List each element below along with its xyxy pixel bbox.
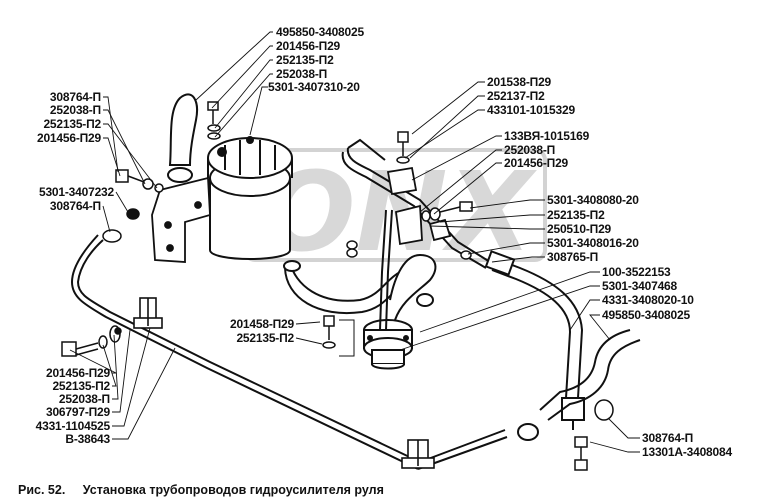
label-433101-1015329: 433101-1015329 <box>487 103 575 117</box>
label-252038-p-top: 252038-П <box>276 67 328 81</box>
label-308764-p-left: 308764-П <box>49 90 101 104</box>
tank-bracket <box>151 176 211 263</box>
label-v-38643: В-38643 <box>65 432 110 446</box>
rod-clamp-bottom <box>401 439 435 469</box>
reservoir-tank <box>207 136 293 260</box>
label-201538-p29: 201538-П29 <box>487 75 552 89</box>
label-495850-3408025-top: 495850-3408025 <box>276 25 364 39</box>
label-4331-3408020-10: 4331-3408020-10 <box>602 293 694 307</box>
label-252135-p2-left: 252135-П2 <box>43 117 101 131</box>
return-hose-clamp <box>574 399 614 471</box>
label-133vya-1015169: 133ВЯ-1015169 <box>504 129 590 143</box>
label-5301-3408080-20: 5301-3408080-20 <box>547 193 639 207</box>
pump-unit <box>363 253 437 370</box>
label-495850-3408025-right: 495850-3408025 <box>602 308 690 322</box>
label-252038-p-left: 252038-П <box>49 103 101 117</box>
label-201456-p29-bottom: 201456-П29 <box>45 366 110 380</box>
label-306797-p29: 306797-П29 <box>45 405 110 419</box>
return-hose <box>517 329 641 441</box>
mid-bracket-line <box>339 319 355 357</box>
label-201456-p29-left: 201456-П29 <box>36 131 101 145</box>
label-13301a-3408084: 13301А-3408084 <box>642 445 732 459</box>
long-rod <box>70 234 508 470</box>
rod-clamp-left <box>133 297 163 329</box>
label-201456-p29-top: 201456-П29 <box>276 39 341 53</box>
label-100-3522153: 100-3522153 <box>602 265 671 279</box>
label-4331-1104525: 4331-1104525 <box>35 419 111 433</box>
tube-bracket <box>386 166 452 246</box>
label-5301-3407468: 5301-3407468 <box>602 279 678 293</box>
label-5301-3408016-20: 5301-3408016-20 <box>547 236 639 250</box>
mid-bolt <box>322 315 336 349</box>
label-252038-p-right: 252038-П <box>504 143 556 157</box>
label-5301-3407310-20: 5301-3407310-20 <box>268 80 360 94</box>
label-201458-p29: 201458-П29 <box>229 317 294 331</box>
label-308764-p-bottom-right: 308764-П <box>642 431 694 445</box>
label-252135-p2-right: 252135-П2 <box>547 208 605 222</box>
label-252135-p2-bottom: 252135-П2 <box>52 379 110 393</box>
label-5301-3407232: 5301-3407232 <box>38 185 114 199</box>
label-252137-p2: 252137-П2 <box>487 89 545 103</box>
tube-bolts <box>346 131 473 260</box>
figure-caption: Рис. 52. Установка трубопроводов гидроус… <box>18 483 384 497</box>
pressure-hose <box>484 250 585 430</box>
tank-top-hose <box>167 93 198 183</box>
leader-lines <box>69 31 640 453</box>
label-252038-p-bottom: 252038-П <box>58 392 110 406</box>
label-252135-p2-top: 252135-П2 <box>276 53 334 67</box>
label-252135-p2-mid: 252135-П2 <box>236 331 294 345</box>
label-250510-p29: 250510-П29 <box>547 222 612 236</box>
metal-tube <box>341 138 491 331</box>
caption-number: Рис. 52. <box>18 483 66 497</box>
caption-title: Установка трубопроводов гидроусилителя р… <box>82 483 384 497</box>
label-308764-p-left2: 308764-П <box>49 199 101 213</box>
label-308765-p: 308765-П <box>547 250 599 264</box>
label-201456-p29-right: 201456-П29 <box>504 156 569 170</box>
bolt-left-lower <box>61 325 122 357</box>
